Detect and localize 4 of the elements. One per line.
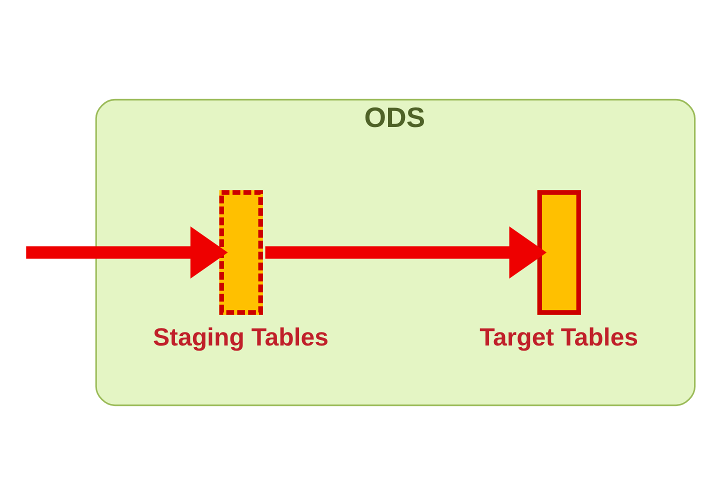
- node-label: Target Tables: [480, 323, 638, 352]
- node-label: Staging Tables: [153, 323, 329, 352]
- arrow: [265, 226, 547, 278]
- arrow: [26, 226, 228, 278]
